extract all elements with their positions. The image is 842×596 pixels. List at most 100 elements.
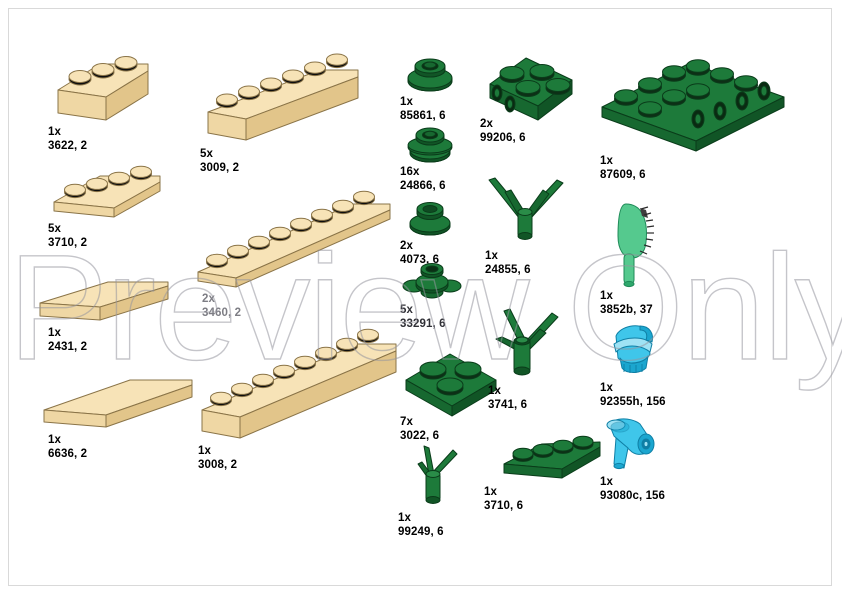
part-code: 3622, 2 [48,139,88,152]
part-cell-3009: 5x 3009, 2 [200,53,370,174]
brick-1x8-tan-icon [201,328,397,439]
part-cell-3852b: 1x 3852b, 37 [596,200,706,316]
part-cell-3022: 7x 3022, 6 [400,340,510,443]
plate-round-1x1-open-stud-icon [407,58,453,92]
part-cell-87609: 1x 87609, 6 [598,55,798,185]
part-label-3710: 5x 3710, 2 [48,223,87,250]
part-qty: 5x [200,148,213,160]
part-code: 3710, 6 [484,499,524,512]
plant-stem-3-branch-icon [417,445,458,504]
part-code: 3009, 2 [200,161,240,174]
brush-bristle-mint-icon [617,203,655,288]
cone-accessory-cyan-icon [613,325,653,373]
part-qty: 1x [400,96,413,108]
part-code: 6636, 2 [48,447,88,460]
part-code: 85861, 6 [400,109,446,122]
part-qty: 1x [398,512,411,524]
part-code: 99206, 6 [480,131,526,144]
part-cell-3460: 2x 3460, 2 [192,190,402,319]
part-cell-99206: 2x 99206, 6 [480,48,600,148]
part-qty: 1x [600,290,613,302]
part-code: 24866, 6 [400,179,446,192]
part-label-33291: 5x 33291, 6 [400,304,446,331]
plate-2x2-green-icon [405,353,497,417]
part-cell-4073: 2x 4073, 6 [400,196,490,276]
part-code: 92355h, 156 [600,395,666,408]
plate-2x2-modified-studs-side-icon [489,57,573,121]
part-qty: 2x [202,293,215,305]
plate-round-1x1-flower-icon [407,127,453,163]
part-cell-93080c: 1x 93080c, 156 [596,414,706,514]
brick-1x3-tan-icon [57,56,149,121]
part-cell-92355h: 1x 92355h, 156 [600,320,710,420]
nozzle-sprayer-cyan-icon [606,418,655,470]
part-qty: 1x [488,385,501,397]
part-cell-6636: 1x 6636, 2 [40,370,210,460]
part-code: 3022, 6 [400,429,440,442]
part-label-3741: 1x 3741, 6 [488,385,527,412]
part-label-3622: 1x 3622, 2 [48,126,87,153]
part-code: 33291, 6 [400,317,446,330]
brick-1x6-tan-icon [207,53,359,141]
part-code: 2431, 2 [48,340,88,353]
part-qty: 1x [600,382,613,394]
part-cell-3622: 1x 3622, 2 [48,48,178,152]
part-cell-3741: 1x 3741, 6 [488,305,588,411]
plate-round-1x1-icon [409,202,451,236]
part-qty: 1x [600,155,613,167]
part-qty: 1x [48,126,61,138]
part-cell-85861: 1x 85861, 6 [400,48,490,128]
part-label-3852b: 1x 3852b, 37 [600,290,653,317]
part-cell-24855: 1x 24855, 6 [485,177,585,278]
plant-stem-2-branch-wide-icon [488,177,564,240]
part-qty: 5x [48,223,61,235]
part-label-3710-green: 1x 3710, 6 [484,486,523,513]
part-code: 87609, 6 [600,168,646,181]
part-label-92355h: 1x 92355h, 156 [600,382,666,409]
page-border [8,8,832,586]
part-label-99249: 1x 99249, 6 [398,512,444,539]
part-label-24855: 1x 24855, 6 [485,250,531,277]
tile-1x6-tan-icon [43,379,193,428]
part-code: 24855, 6 [485,263,531,276]
part-code: 93080c, 156 [600,489,666,502]
part-code: 3008, 2 [198,458,238,471]
part-qty: 1x [485,250,498,262]
part-code: 3710, 2 [48,236,88,249]
plate-1x4-tan-icon [53,165,161,218]
part-cell-3710: 5x 3710, 2 [48,160,188,250]
plate-2x6-modified-studs-side-icon [601,59,785,152]
part-qty: 2x [400,240,413,252]
part-cell-33291: 5x 33291, 6 [400,258,490,338]
part-cell-2431: 1x 2431, 2 [36,265,196,355]
part-label-93080c: 1x 93080c, 156 [600,476,665,503]
part-cell-3710-green: 1x 3710, 6 [484,428,618,518]
part-code: 3460, 2 [202,306,242,319]
part-qty: 1x [48,327,61,339]
tile-1x4-tan-icon [39,281,169,321]
part-qty: 1x [484,486,497,498]
plate-1x8-tan-icon [197,190,391,288]
part-label-24866: 16x 24866, 6 [400,166,446,193]
part-label-3008: 1x 3008, 2 [198,445,237,472]
part-qty: 5x [400,304,413,316]
part-label-3460: 2x 3460, 2 [202,293,241,320]
part-code: 99249, 6 [398,525,444,538]
part-qty: 7x [400,416,413,428]
part-label-87609: 1x 87609, 6 [600,155,646,182]
part-cell-99249: 1x 99249, 6 [398,440,488,538]
plate-1x4-green-icon [503,435,601,479]
part-code: 3741, 6 [488,398,528,411]
part-qty: 1x [48,434,61,446]
part-label-6636: 1x 6636, 2 [48,434,87,461]
part-cell-24866: 16x 24866, 6 [400,120,490,200]
part-qty: 2x [480,118,493,130]
part-label-99206: 2x 99206, 6 [480,118,526,145]
part-label-3022: 7x 3022, 6 [400,416,439,443]
part-label-4073: 2x 4073, 6 [400,240,439,267]
part-qty: 1x [600,476,613,488]
part-code: 4073, 6 [400,253,440,266]
plant-stem-3-branch-angled-icon [495,308,559,376]
part-label-3009: 5x 3009, 2 [200,148,239,175]
